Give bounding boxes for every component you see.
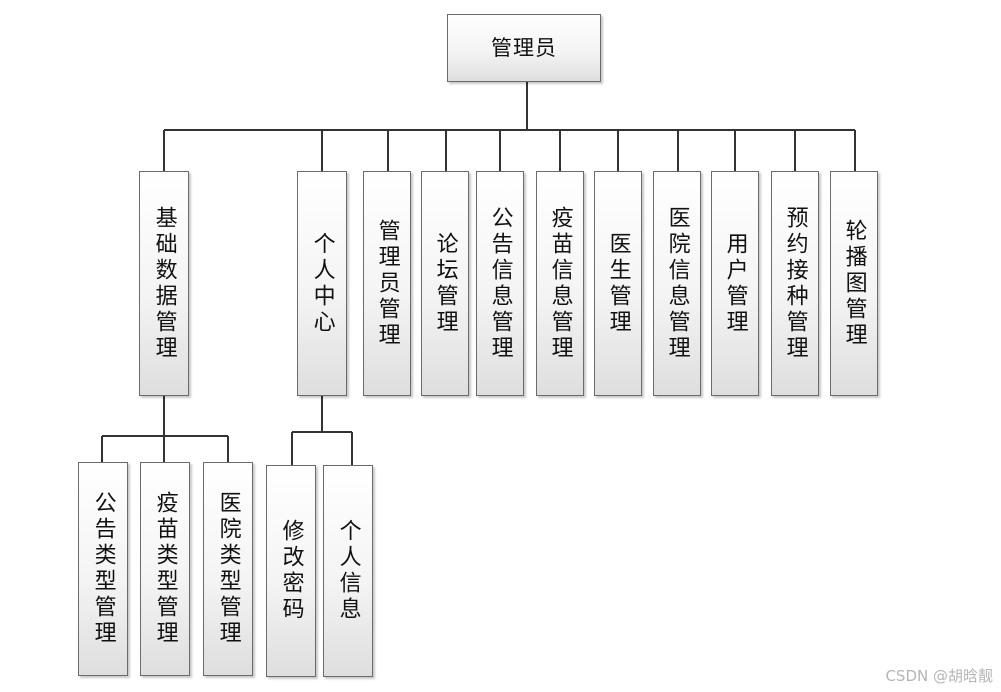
node-carousel-management: 轮播图管理 xyxy=(830,171,878,396)
node-doctor-management: 医生管理 xyxy=(594,171,642,396)
node-personal-info: 个人信息 xyxy=(323,465,373,677)
node-label: 论坛管理 xyxy=(432,231,458,336)
node-user-management: 用户管理 xyxy=(711,171,759,396)
node-admin: 管理员 xyxy=(447,14,601,82)
watermark-text: CSDN @胡晗靓 xyxy=(885,667,993,685)
node-notice-info-management: 公告信息管理 xyxy=(476,171,524,396)
node-label: 管理员管理 xyxy=(374,218,400,349)
node-vaccine-type-management: 疫苗类型管理 xyxy=(140,462,190,676)
node-label: 疫苗信息管理 xyxy=(547,205,573,362)
node-vaccination-booking-management: 预约接种管理 xyxy=(771,171,819,396)
node-personal-center: 个人中心 xyxy=(297,171,347,396)
node-basic-data-management: 基础数据管理 xyxy=(139,171,189,396)
node-label: 疫苗类型管理 xyxy=(152,491,178,647)
node-vaccine-info-management: 疫苗信息管理 xyxy=(536,171,584,396)
node-forum-management: 论坛管理 xyxy=(421,171,469,396)
node-label: 个人中心 xyxy=(309,231,335,336)
node-notice-type-management: 公告类型管理 xyxy=(78,462,128,676)
node-label: 基础数据管理 xyxy=(151,205,177,362)
node-label: 公告类型管理 xyxy=(90,491,116,647)
node-hospital-info-management: 医院信息管理 xyxy=(653,171,701,396)
node-label: 个人信息 xyxy=(335,519,361,623)
node-label: 医院信息管理 xyxy=(664,205,690,362)
node-label: 用户管理 xyxy=(722,231,748,336)
node-label: 管理员 xyxy=(491,35,557,60)
node-label: 医院类型管理 xyxy=(215,491,241,647)
node-label: 修改密码 xyxy=(278,519,304,623)
node-admin-management: 管理员管理 xyxy=(363,171,411,396)
node-change-password: 修改密码 xyxy=(266,465,316,677)
node-label: 公告信息管理 xyxy=(487,205,513,362)
node-label: 预约接种管理 xyxy=(782,205,808,362)
node-hospital-type-management: 医院类型管理 xyxy=(203,462,253,676)
node-label: 医生管理 xyxy=(605,231,631,336)
node-label: 轮播图管理 xyxy=(841,218,867,349)
